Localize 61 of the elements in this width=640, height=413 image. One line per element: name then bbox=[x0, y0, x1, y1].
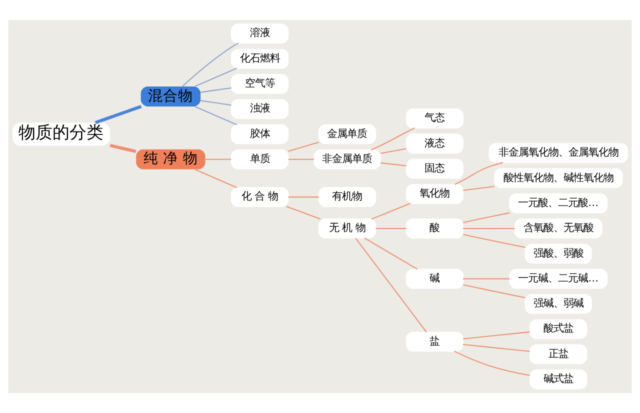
connector bbox=[194, 68, 238, 87]
connector bbox=[288, 142, 319, 152]
connector bbox=[376, 228, 406, 230]
node-box: 纯 净 物 bbox=[136, 149, 206, 170]
node-box: 盐 bbox=[406, 332, 464, 352]
connector bbox=[380, 162, 406, 166]
node-box: 酸性氧化物、碱性氧化物 bbox=[494, 168, 623, 188]
connector bbox=[110, 144, 136, 153]
node-box: 强酸、弱酸 bbox=[524, 244, 592, 264]
node-box: 化 合 物 bbox=[230, 187, 289, 208]
node-box: 碱 bbox=[406, 268, 464, 289]
node-box: 溶液 bbox=[230, 24, 289, 44]
node-box: 液态 bbox=[406, 134, 464, 154]
node-box: 气态 bbox=[406, 108, 464, 128]
connector bbox=[194, 106, 238, 126]
connector bbox=[463, 212, 510, 224]
connector bbox=[200, 100, 232, 106]
connector bbox=[370, 128, 415, 150]
node-box: 混合物 bbox=[140, 86, 201, 106]
node-box: 有机物 bbox=[318, 187, 376, 208]
connector bbox=[463, 234, 526, 248]
node-box: 化石燃料 bbox=[230, 48, 289, 69]
connector bbox=[463, 284, 526, 298]
node-box: 氧化物 bbox=[406, 184, 464, 204]
node-box: 正盐 bbox=[530, 344, 588, 364]
node-box: 固态 bbox=[406, 158, 464, 179]
node-box: 非金属氧化物、金属氧化物 bbox=[488, 143, 628, 164]
connector bbox=[355, 238, 427, 332]
connector bbox=[463, 228, 515, 230]
node-box: 酸式盐 bbox=[530, 319, 588, 340]
node-box: 非金属单质 bbox=[314, 149, 381, 170]
connector bbox=[288, 196, 319, 198]
node-box: 空气等 bbox=[230, 74, 289, 94]
connector bbox=[200, 87, 232, 93]
connector bbox=[463, 344, 530, 352]
connector bbox=[364, 238, 418, 270]
node-box: 金属单质 bbox=[318, 124, 376, 144]
connector bbox=[463, 331, 530, 340]
connector bbox=[182, 42, 239, 87]
connector bbox=[286, 206, 320, 220]
node-box: 碱式盐 bbox=[530, 369, 588, 390]
node-box: 单质 bbox=[230, 149, 289, 170]
connector bbox=[194, 168, 238, 188]
node-box: 含氧酸、无氧酸 bbox=[514, 218, 602, 238]
node-box: 酸 bbox=[406, 218, 464, 238]
connector bbox=[94, 105, 142, 124]
node-box: 一元酸、二元酸… bbox=[509, 193, 608, 214]
connector bbox=[454, 162, 503, 185]
node-box: 一元碱、二元碱… bbox=[509, 268, 608, 289]
connector bbox=[463, 278, 510, 280]
node-box: 物质的分类 bbox=[12, 122, 110, 146]
node-box: 胶体 bbox=[230, 124, 289, 144]
node-box: 无 机 物 bbox=[318, 218, 376, 238]
connector bbox=[206, 158, 232, 160]
node-box: 浊液 bbox=[230, 99, 289, 120]
connector bbox=[288, 158, 314, 160]
connector bbox=[454, 350, 530, 376]
node-box: 强碱、弱碱 bbox=[524, 294, 592, 314]
connector bbox=[371, 202, 411, 220]
connector bbox=[462, 186, 494, 191]
connector bbox=[380, 148, 406, 154]
